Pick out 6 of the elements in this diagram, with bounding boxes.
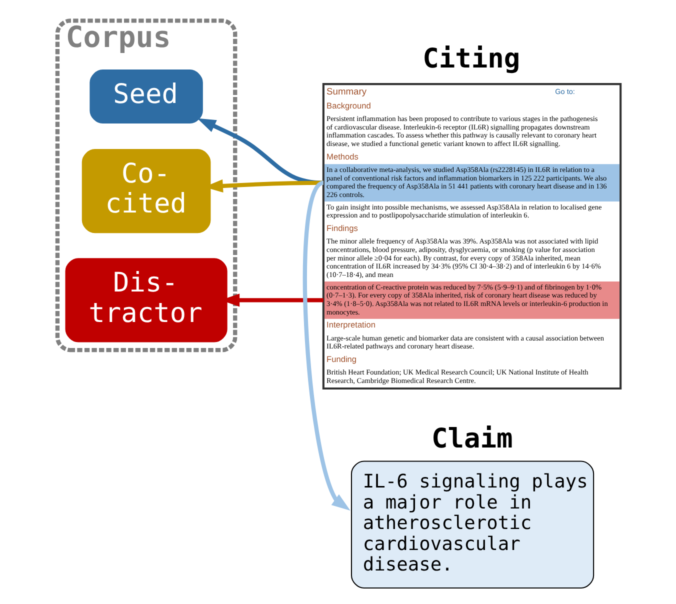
arrow [302,181,350,511]
node-label: Citing [422,43,520,74]
node-box: Co- cited [81,149,210,234]
node-label: Claim [430,424,512,455]
node-box: Dis- tractor [64,258,227,342]
node-box: Seed [89,70,202,124]
